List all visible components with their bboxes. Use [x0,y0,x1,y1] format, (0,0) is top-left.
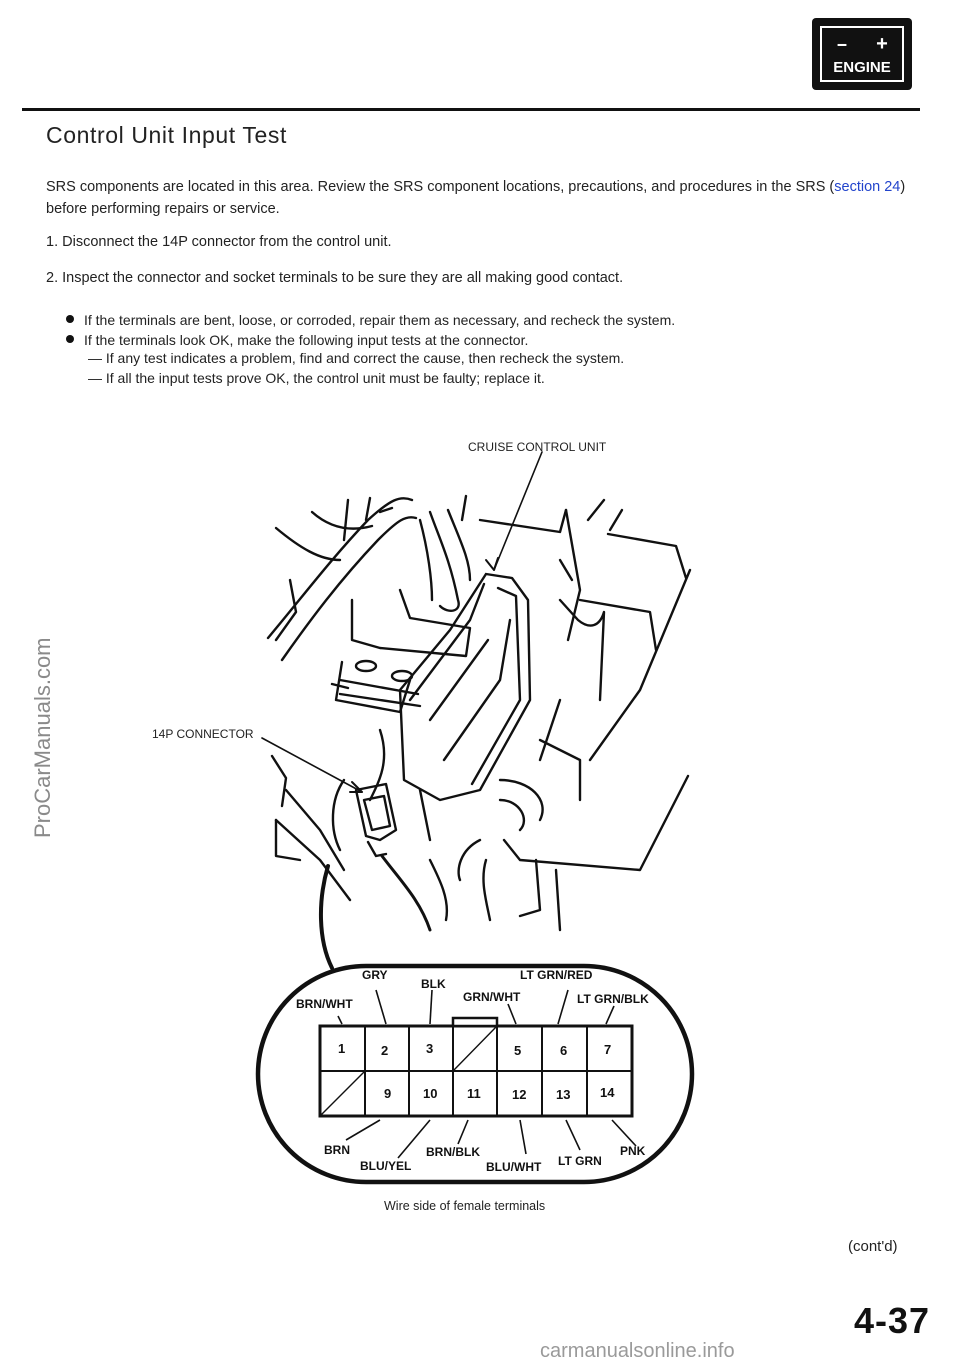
intro-text-before: SRS components are located in this area.… [46,179,835,195]
pin-number: 6 [560,1043,568,1058]
pin-number: 11 [467,1086,481,1101]
cruise-control-unit-label: CRUISE CONTROL UNIT [468,440,607,454]
wire-label: LT GRN/BLK [577,992,649,1006]
dashboard-drawing [261,451,692,970]
pin-number: 9 [384,1086,392,1101]
battery-icon: – + ENGINE [820,26,904,82]
bullet-item-1: If the terminals are bent, loose, or cor… [66,312,675,328]
intro-text-after: ) before performing repairs or service. [46,179,906,217]
badge-label: ENGINE [833,59,891,76]
pin-number: 7 [604,1042,612,1057]
pin-number: 13 [556,1087,571,1102]
pin-number: 1 [338,1041,346,1056]
bullet-item-2: If the terminals look OK, make the follo… [66,332,528,348]
intro-paragraph: SRS components are located in this area.… [46,176,916,220]
connector-face-diagram [255,963,695,1185]
bullet-dot-icon [66,315,74,323]
figure-caption: Wire side of female terminals [384,1199,546,1213]
pin-number: 5 [514,1043,522,1058]
wire-label: BRN/BLK [426,1145,480,1159]
sub-item-2: — If all the input tests prove OK, the c… [88,370,545,386]
pin-number: 12 [512,1087,527,1102]
engine-badge: – + ENGINE [812,18,912,90]
wire-label: BLK [421,977,446,991]
header-rule [22,108,920,111]
pin-number: 14 [600,1085,615,1100]
bullet-text-1: If the terminals are bent, loose, or cor… [84,312,676,328]
wire-label: LT GRN/RED [520,968,593,982]
wire-label: BRN/WHT [296,997,353,1011]
pin-grid: 1 2 3 5 6 7 9 10 11 12 13 14 [320,1026,632,1116]
page-number: 4-37 [854,1300,931,1341]
wire-label: GRY [362,968,388,982]
site-footer: carmanualsonline.info [540,1340,735,1362]
page-title: Control Unit Input Test [46,122,287,148]
section-link[interactable]: section 24 [834,179,901,195]
pin-number: 2 [381,1043,389,1058]
pin-number: 10 [423,1086,438,1101]
step-1: 1. Disconnect the 14P connector from the… [46,234,392,250]
battery-plus-sign: + [875,34,888,57]
wire-label: BRN [324,1143,350,1157]
wire-label: BLU/WHT [486,1160,542,1174]
wire-label: PNK [620,1144,646,1158]
wire-label: BLU/YEL [360,1159,412,1173]
battery-minus-sign: – [836,34,849,57]
bullet-text-2: If the terminals look OK, make the follo… [84,332,529,348]
wire-label: LT GRN [558,1154,602,1168]
connector-label: 14P CONNECTOR [152,727,254,741]
pin-number: 3 [426,1041,434,1056]
wire-label: GRN/WHT [463,990,521,1004]
step-2: 2. Inspect the connector and socket term… [46,270,624,286]
watermark: ProCarManuals.com [30,637,55,838]
continued-label: (cont'd) [848,1238,898,1255]
bullet-dot-icon [66,335,74,343]
sub-item-1: — If any test indicates a problem, find … [88,350,625,366]
